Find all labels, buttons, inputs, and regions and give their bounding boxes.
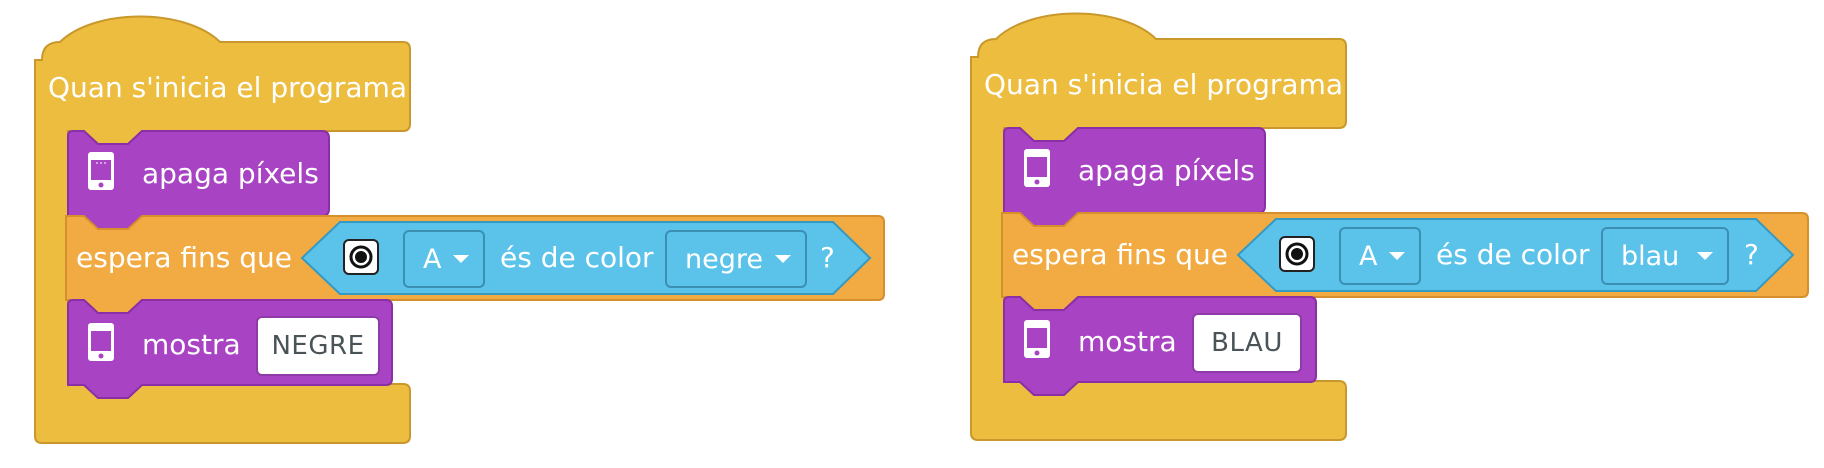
chevron-down-icon — [775, 255, 791, 263]
question-mark: ? — [1744, 238, 1759, 271]
microbit-icon — [88, 323, 114, 361]
clear-label: apaga píxels — [142, 157, 319, 190]
color-label: és de color — [1436, 238, 1590, 271]
show-text-input[interactable]: NEGRE — [256, 316, 380, 376]
show-text-input[interactable]: BLAU — [1192, 313, 1302, 373]
start-hat-block[interactable] — [970, 12, 1347, 441]
show-label: mostra — [1078, 325, 1177, 358]
microbit-icon — [88, 152, 114, 190]
button-dropdown[interactable]: A — [403, 230, 485, 288]
button-dropdown[interactable]: A — [1339, 227, 1421, 285]
wait-label: espera fins que — [1012, 238, 1229, 271]
color-sensor-condition[interactable] — [1236, 218, 1795, 292]
wait-label: espera fins que — [76, 241, 293, 274]
blocks-canvas — [970, 12, 1809, 441]
show-label: mostra — [142, 328, 241, 361]
hat-label: Quan s'inicia el programa — [48, 71, 407, 104]
color-sensor-icon — [1279, 236, 1315, 272]
microbit-icon — [1024, 320, 1050, 358]
color-sensor-condition[interactable] — [300, 221, 872, 295]
microbit-icon — [1024, 149, 1050, 187]
hat-label: Quan s'inicia el programa — [984, 68, 1343, 101]
color-dropdown[interactable]: blau — [1601, 227, 1729, 285]
color-dropdown[interactable]: negre — [665, 230, 807, 288]
chevron-down-icon — [1697, 252, 1713, 260]
question-mark: ? — [820, 241, 835, 274]
start-hat-block[interactable] — [34, 15, 411, 444]
color-label: és de color — [500, 241, 654, 274]
chevron-down-icon — [453, 255, 469, 263]
chevron-down-icon — [1389, 252, 1405, 260]
clear-label: apaga píxels — [1078, 154, 1255, 187]
color-sensor-icon — [343, 239, 379, 275]
